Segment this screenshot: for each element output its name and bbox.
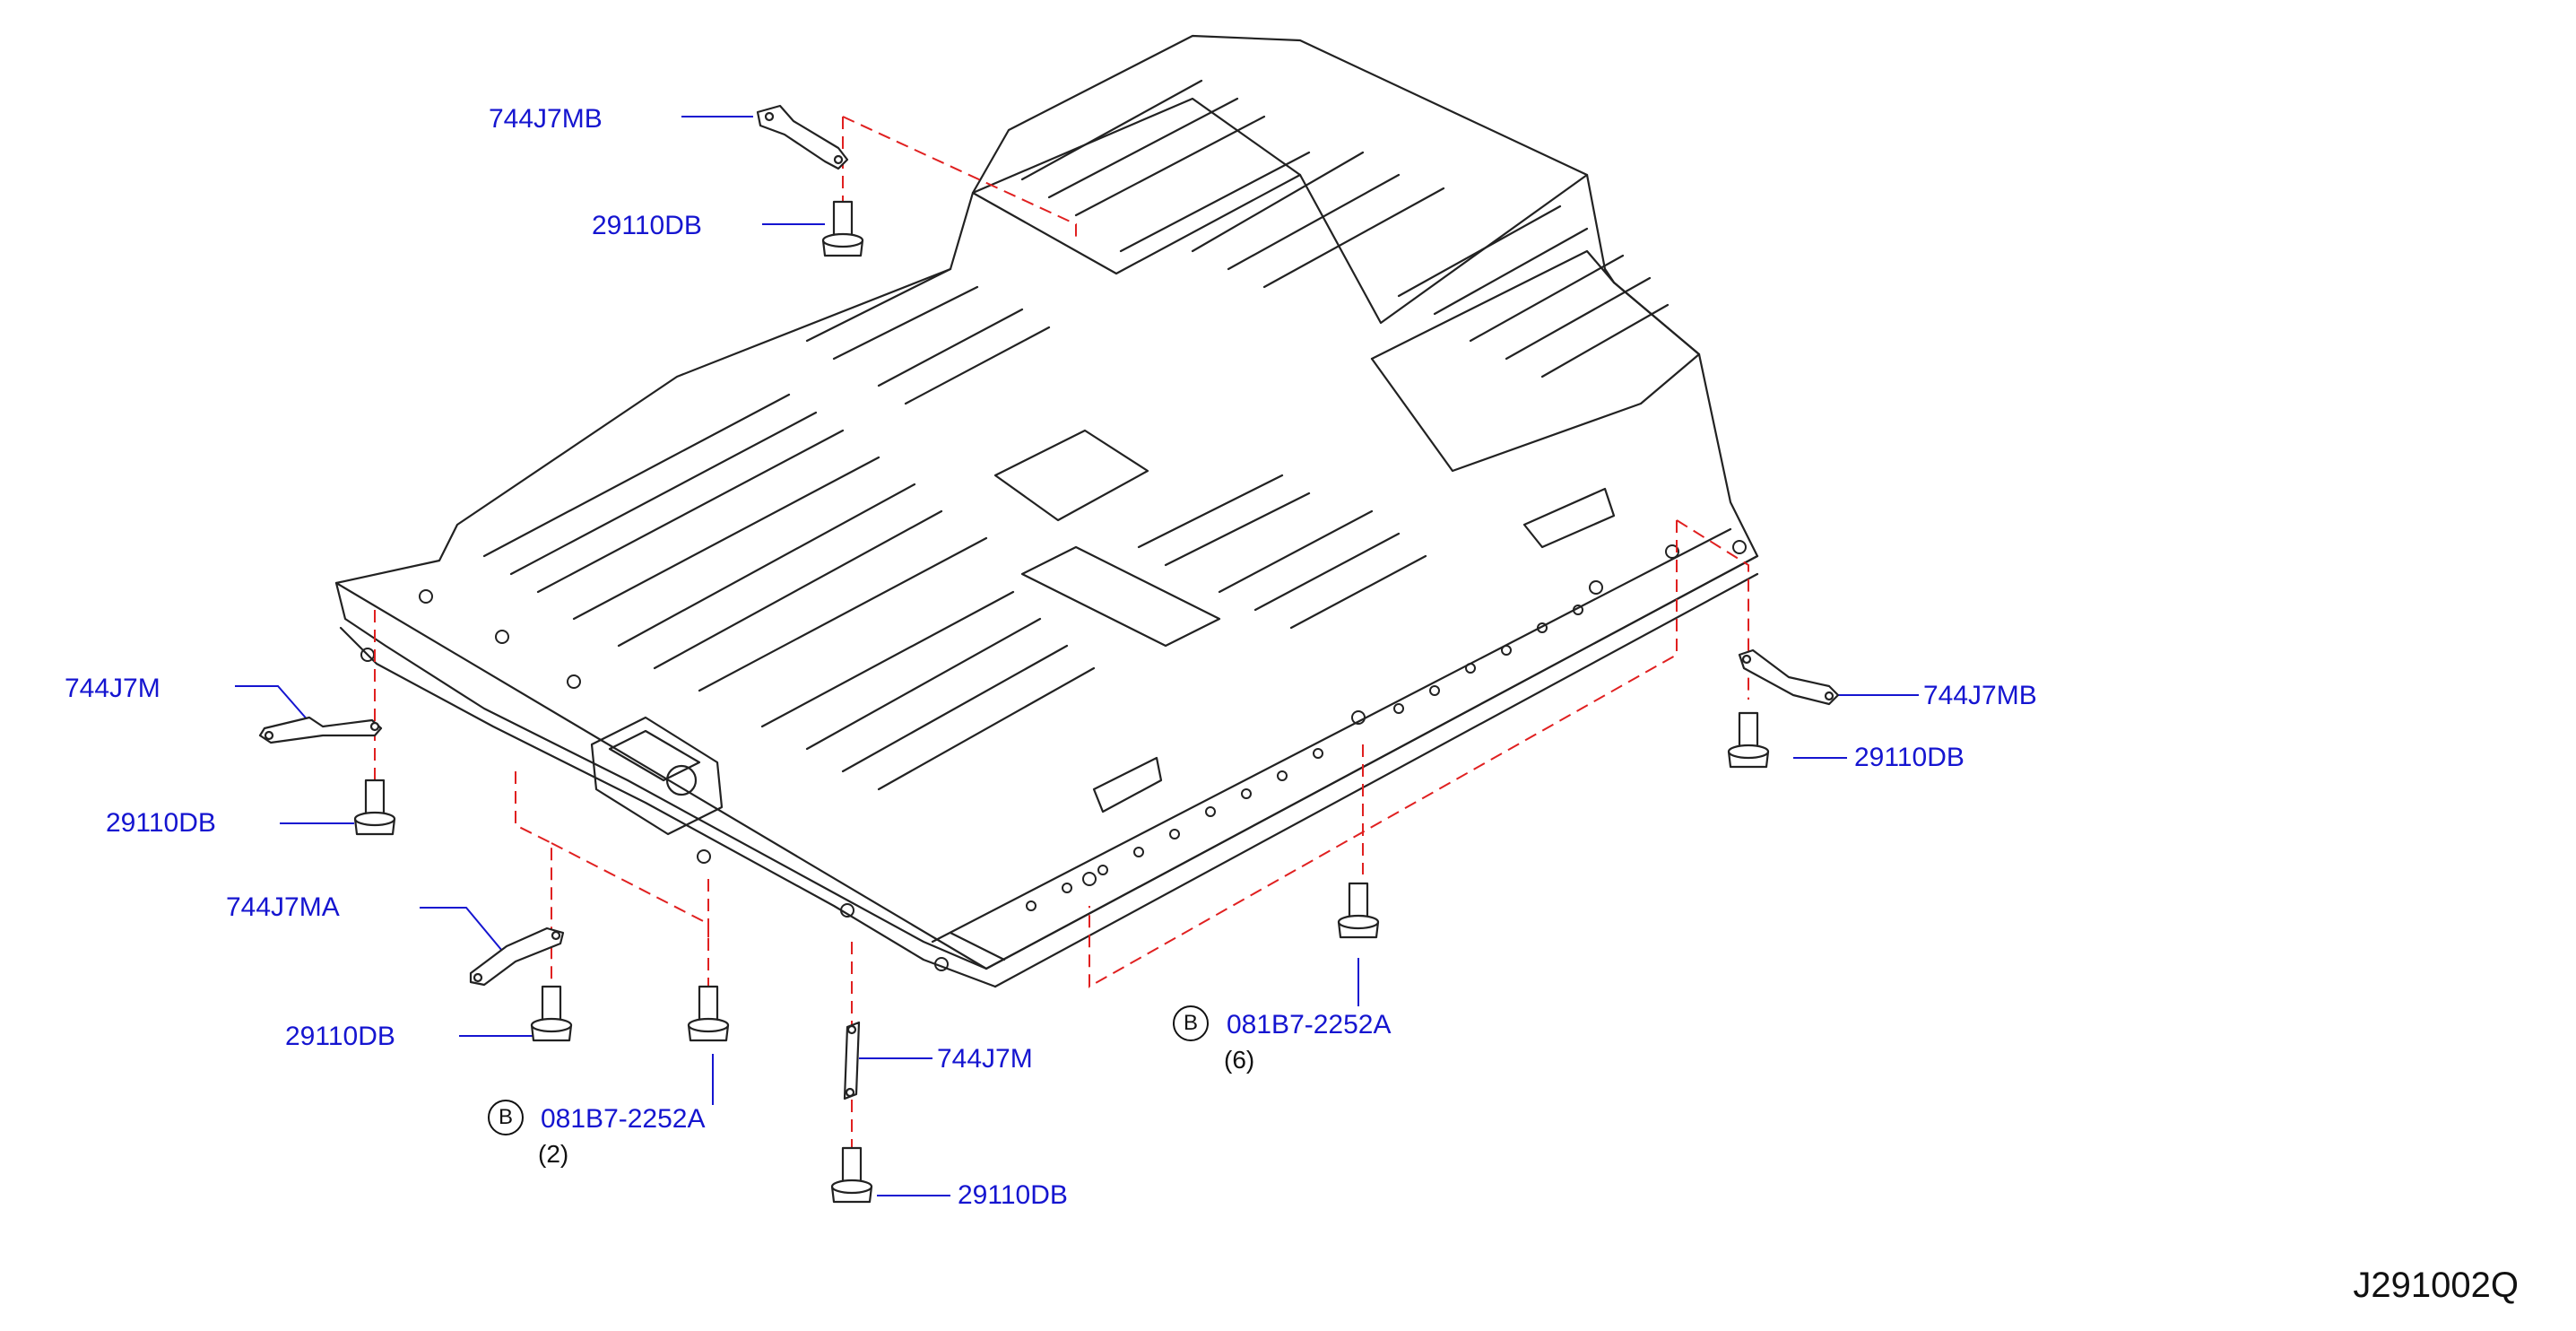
bolt-left-lower-part xyxy=(530,985,573,1042)
diagram-code: J291002Q xyxy=(2353,1266,2519,1305)
callout-bracket-left-lower[interactable]: 744J7MA xyxy=(226,892,340,922)
callout-bolt-b2[interactable]: 081B7-2252A xyxy=(541,1104,706,1134)
upper-box-right xyxy=(1298,173,1589,325)
upper-box-left xyxy=(971,97,1302,275)
quantity-b-left: (2) xyxy=(538,1140,569,1168)
callout-bolt-bottom[interactable]: 29110DB xyxy=(958,1180,1068,1210)
bolt-left-part xyxy=(353,779,396,836)
leader-bracket-left-lower xyxy=(420,907,503,952)
dash-right xyxy=(1089,519,1749,988)
bolt-bottom-part xyxy=(830,1146,873,1204)
badge-b-left: B xyxy=(488,1100,524,1135)
callout-bolt-right[interactable]: 29110DB xyxy=(1854,743,1965,772)
bracket-left-part xyxy=(258,716,383,744)
bolt-right-part xyxy=(1727,711,1770,769)
callout-bracket-top[interactable]: 744J7MB xyxy=(489,104,603,134)
rear-box xyxy=(1370,267,1701,473)
bracket-left-lower-part xyxy=(469,926,565,987)
quantity-b-right: (6) xyxy=(1224,1046,1255,1074)
bracket-bottom-part xyxy=(843,1021,861,1100)
bolt-b2-part xyxy=(687,985,730,1042)
bolt-top-part xyxy=(821,200,864,257)
dash-top xyxy=(842,116,1077,238)
battery-pack-outline xyxy=(334,34,1759,970)
badge-b-right: B xyxy=(1173,1005,1209,1041)
tray-flange xyxy=(334,581,988,970)
service-cover xyxy=(993,429,1149,522)
bracket-top-part xyxy=(756,104,849,170)
callout-bolt-left-lower[interactable]: 29110DB xyxy=(285,1022,395,1051)
bolt-b6-part xyxy=(1337,882,1380,939)
callout-bracket-left[interactable]: 744J7M xyxy=(65,674,160,703)
callout-bracket-right[interactable]: 744J7MB xyxy=(1923,681,2037,710)
connector-block xyxy=(590,716,724,836)
bracket-right-part xyxy=(1738,648,1840,706)
callout-bolt-b6[interactable]: 081B7-2252A xyxy=(1227,1010,1392,1040)
callout-bracket-bottom[interactable]: 744J7M xyxy=(937,1044,1033,1074)
leader-bracket-left xyxy=(235,685,310,723)
callout-bolt-top[interactable]: 29110DB xyxy=(592,211,702,240)
callout-bolt-left[interactable]: 29110DB xyxy=(106,808,216,838)
